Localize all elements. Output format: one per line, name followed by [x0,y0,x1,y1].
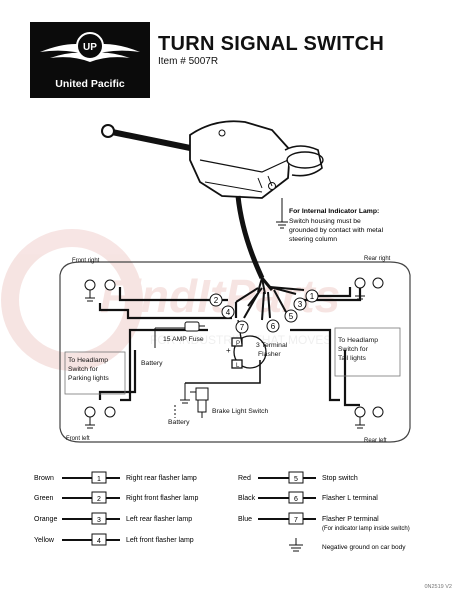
label-flasher-p: P [236,341,240,347]
legend-num-5: 5 [294,476,298,483]
terminal-1-badge: 1 [305,289,319,303]
legend-num-7: 7 [294,517,298,524]
indicator-note-line-2: grounded by contact with metal [289,227,384,234]
legend-row-yellow: Yellow 4 Left front flasher lamp [34,533,194,546]
legend-desc-3: Left rear flasher lamp [126,516,192,523]
lamp-rear-left [354,406,384,429]
flasher-icon [231,319,267,369]
legend-desc-6: Flasher L terminal [322,495,378,502]
fuse-icon [154,321,205,348]
wire-harness [235,195,305,321]
brake-ground-icon [174,399,190,418]
label-brake-switch: Brake Light Switch [212,408,269,415]
document-code: 0N2519 V2 [424,584,452,590]
indicator-note-line-1: Switch housing must be [289,218,361,225]
legend-num-3: 3 [97,517,101,524]
legend-desc-1: Right rear flasher lamp [126,475,197,482]
label-rear-left: Rear left [364,438,387,444]
legend-desc-2: Right front flasher lamp [126,495,198,502]
car-body-outline [59,261,411,443]
indicator-note-heading: For Internal Indicator Lamp: [289,208,379,215]
lamp-wires [98,287,362,407]
label-battery-top: Battery [141,360,163,367]
legend-row-orange: Orange 3 Left rear flasher lamp [34,512,192,525]
item-number: Item # 5007R [158,56,219,67]
brand-name: United Pacific [55,78,125,90]
legend-color-yellow: Yellow [34,537,55,544]
label-front-right: Front right [72,258,100,264]
legend-num-1: 1 [97,476,101,483]
label-parking-1: To Headlamp [68,357,108,364]
label-tail-2: Switch for [338,346,369,353]
lamp-front-right [84,279,116,302]
terminal-7-badge: 7 [235,320,249,334]
brake-light-switch-icon [184,360,261,418]
label-front-left: Front left [66,436,90,442]
parking-lights-box [64,351,126,395]
legend-color-green: Green [34,495,54,502]
label-tail-1: To Headlamp [338,337,378,344]
terminal-7-label: 7 [240,323,245,332]
terminal-3-badge: 3 [293,297,307,311]
legend-num-4: 4 [97,538,101,545]
terminal-3-label: 3 [298,300,303,309]
legend-row-green: Green 2 Right front flasher lamp [34,491,198,504]
label-parking-3: Parking lights [68,375,109,382]
terminal-6-badge: 6 [266,319,280,333]
legend-ground-desc: Negative ground on car body [322,544,406,551]
lamp-rear-right [354,277,384,300]
legend-row-brown: Brown 1 Right rear flasher lamp [34,471,197,484]
legend-color-brown: Brown [34,475,54,482]
legend-row-blue: Blue 7 Flasher P terminal (For indicator… [238,512,410,532]
label-plus: + [226,346,231,355]
legend-desc-7: Flasher P terminal [322,516,379,523]
terminal-2-badge: 2 [209,293,223,307]
ground-symbol-icon [289,538,303,552]
legend-color-red: Red [238,475,251,482]
terminal-1-label: 1 [310,292,315,301]
label-rear-right: Rear right [364,256,391,262]
legend-desc-4: Left front flasher lamp [126,537,194,544]
label-flasher-1: 3 Terminal [256,342,288,349]
terminal-5-badge: 5 [284,309,298,323]
terminal-4-badge: 4 [221,305,235,319]
legend-row-red: Red 5 Stop switch [238,471,358,484]
legend-color-orange: Orange [34,516,57,523]
terminal-5-label: 5 [289,312,294,321]
indicator-note-line-3: steering column [289,236,337,243]
label-fuse: 15 AMP Fuse [163,336,204,343]
label-flasher-l: L [236,363,240,369]
label-flasher-2: Flasher [258,351,281,358]
wire-color-legend: Brown 1 Right rear flasher lamp Green 2 … [34,471,410,552]
legend-color-black: Black [238,495,256,502]
legend-row-black: Black 6 Flasher L terminal [238,491,378,504]
legend-num-6: 6 [294,496,298,503]
tail-lights-box [334,327,401,377]
lamp-front-left [84,406,116,429]
terminal-4-label: 4 [226,308,231,317]
legend-num-2: 2 [97,496,101,503]
logo-letters: UP [83,42,97,53]
terminal-2-label: 2 [214,296,219,305]
turn-signal-switch-assembly [101,120,324,199]
page-title: TURN SIGNAL SWITCH [158,33,385,55]
legend-ground-row: Negative ground on car body [289,538,406,552]
label-tail-3: Tail lights [338,355,367,362]
winged-logo-icon: UP [40,32,140,62]
legend-desc-5: Stop switch [322,475,358,482]
switch-ground-icon [276,198,288,229]
terminal-6-label: 6 [271,322,276,331]
label-battery-bottom: Battery [168,419,190,426]
label-parking-2: Switch for [68,366,99,373]
legend-desc-7-note: (For indicator lamp inside switch) [322,526,410,532]
brand-logo: UP United Pacific [30,22,150,98]
legend-color-blue: Blue [238,516,252,523]
